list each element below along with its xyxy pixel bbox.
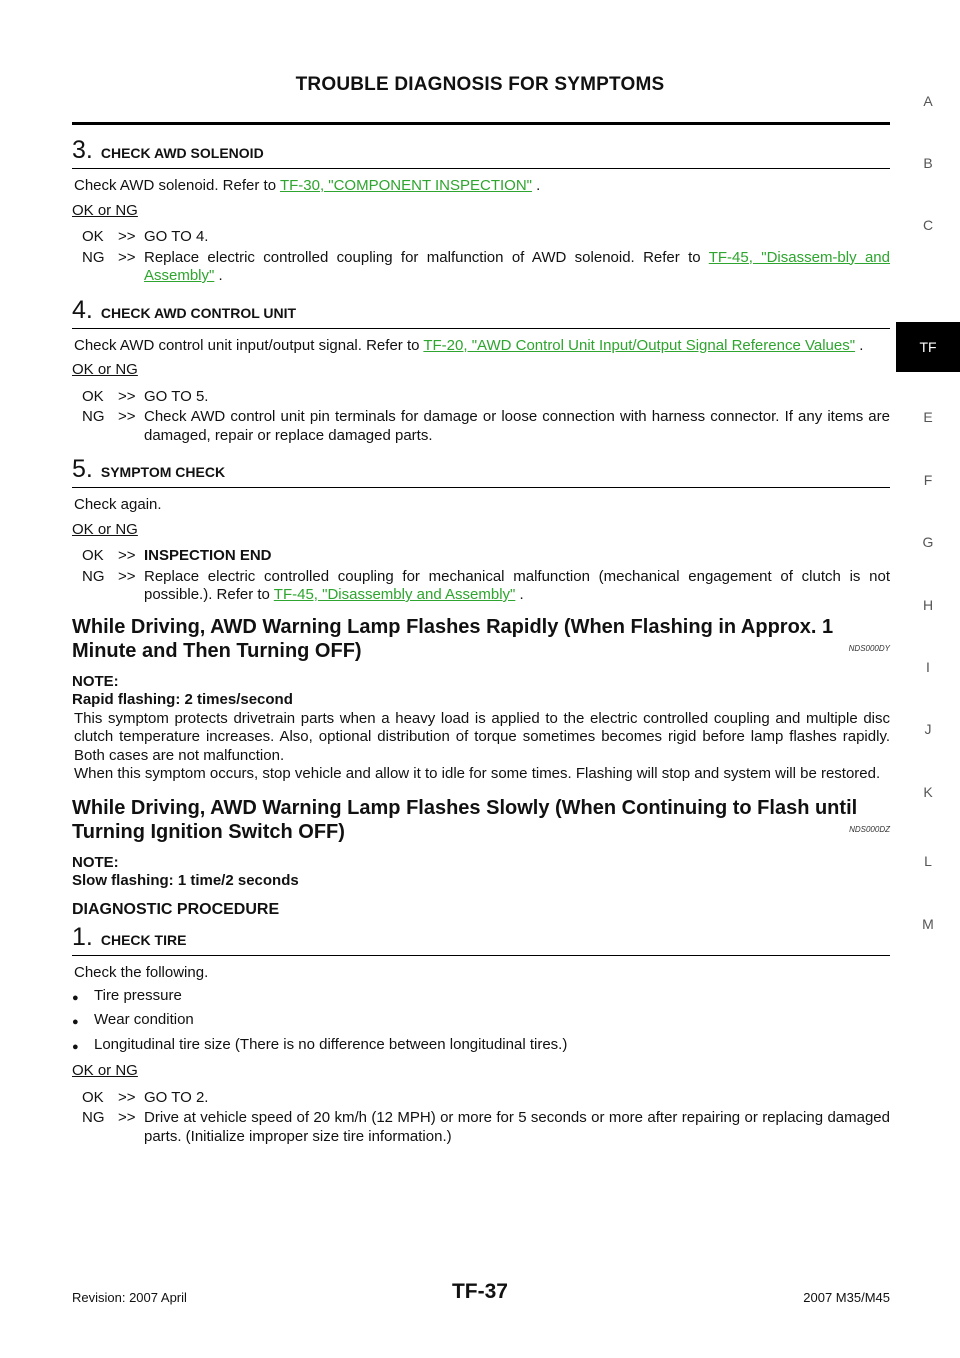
result-ng: NG >> Replace electric controlled coupli…	[82, 248, 890, 285]
step-title: SYMPTOM CHECK	[100, 464, 226, 480]
index-tab-f[interactable]: F	[923, 472, 933, 488]
result-ok: OK >> GO TO 5.	[82, 387, 209, 405]
step-title: CHECK AWD SOLENOID	[100, 145, 264, 161]
index-tab-h[interactable]: H	[922, 597, 934, 613]
step-number: 4.	[72, 295, 93, 324]
step-1-instruction: Check the following.	[74, 964, 209, 981]
index-tab-j[interactable]: J	[924, 721, 932, 737]
note-heading: NOTE:	[72, 672, 119, 690]
step-3-instruction: Check AWD solenoid. Refer to TF-30, "COM…	[74, 177, 541, 194]
result-ng: NG >> Replace electric controlled coupli…	[82, 567, 890, 604]
step-rule	[72, 327, 890, 329]
model-label: 2007 M35/M45	[803, 1290, 890, 1305]
main-content: 3. CHECK AWD SOLENOID Check AWD solenoid…	[72, 130, 890, 1146]
index-tab-g[interactable]: G	[922, 534, 934, 550]
note-subheading: Rapid flashing: 2 times/second	[72, 691, 293, 708]
step-5-heading: 5. SYMPTOM CHECK	[72, 455, 890, 483]
index-tab-tf-active[interactable]: TF	[896, 322, 960, 372]
note-paragraph: This symptom protects drivetrain parts w…	[74, 709, 890, 764]
result-ok: OK >> INSPECTION END	[82, 547, 272, 564]
section-code: NDS000DY	[848, 643, 890, 653]
note-heading: NOTE:	[72, 853, 119, 871]
result-ng: NG >> Check AWD control unit pin termina…	[82, 408, 890, 444]
step-rule	[72, 487, 890, 488]
section-heading-rapid-flashing: While Driving, AWD Warning Lamp Flashes …	[72, 615, 890, 662]
step-number: 5.	[72, 455, 93, 483]
note-paragraph: When this symptom occurs, stop vehicle a…	[74, 765, 881, 782]
bullet-icon: ●	[72, 1040, 79, 1053]
index-tab-i[interactable]: I	[926, 659, 930, 675]
step-3-results: OK >> GO TO 4. NG >> Replace electric co…	[72, 228, 890, 286]
list-item: ● Tire pressure	[72, 987, 890, 1008]
result-ng: NG >> Drive at vehicle speed of 20 km/h …	[82, 1109, 890, 1145]
list-item: ● Wear condition	[72, 1011, 890, 1032]
step-title: CHECK AWD CONTROL UNIT	[100, 304, 297, 321]
ok-or-ng-label: OK or NG	[72, 361, 138, 378]
index-tab-a[interactable]: A	[923, 93, 933, 109]
bullet-icon: ●	[72, 1016, 79, 1028]
header-rule	[72, 122, 890, 125]
revision-label: Revision: 2007 April	[72, 1290, 187, 1305]
result-ok: OK >> GO TO 4.	[82, 228, 209, 245]
step-number: 1.	[72, 923, 93, 951]
step-4-instruction: Check AWD control unit input/output sign…	[74, 336, 864, 354]
note-subheading: Slow flashing: 1 time/2 seconds	[72, 872, 299, 889]
index-tab-k[interactable]: K	[923, 784, 933, 800]
ref-link-tf-45[interactable]: TF-45, "Disassembly and Assembly"	[273, 586, 516, 603]
step-rule	[72, 955, 890, 956]
step-5-instruction: Check again.	[74, 496, 162, 513]
ref-link-tf-45[interactable]: TF-45, "Disassem-bly and Assembly"	[144, 248, 890, 285]
index-tab-e[interactable]: E	[923, 409, 933, 425]
page-title: TROUBLE DIAGNOSIS FOR SYMPTOMS	[295, 74, 665, 95]
step-1-results: OK >> GO TO 2. NG >> Drive at vehicle sp…	[72, 1089, 890, 1147]
step-rule	[72, 168, 890, 169]
bullet-icon: ●	[72, 991, 79, 1004]
ref-link-tf-30[interactable]: TF-30, "COMPONENT INSPECTION"	[279, 177, 533, 194]
page-number: TF-37	[451, 1280, 508, 1303]
step-title: CHECK TIRE	[100, 932, 187, 948]
step-4-results: OK >> GO TO 5. NG >> Check AWD control u…	[72, 388, 890, 446]
section-code: NDS000DZ	[849, 824, 890, 834]
result-ok: OK >> GO TO 2.	[82, 1088, 209, 1106]
ok-or-ng-label: OK or NG	[72, 1062, 138, 1079]
index-tab-c[interactable]: C	[922, 217, 934, 233]
index-tab-m[interactable]: M	[922, 916, 934, 932]
ref-link-tf-20[interactable]: TF-20, "AWD Control Unit Input/Output Si…	[423, 336, 856, 354]
step-3-heading: 3. CHECK AWD SOLENOID	[72, 136, 890, 164]
index-tab-b[interactable]: B	[923, 155, 933, 171]
step-5-results: OK >> INSPECTION END NG >> Replace elect…	[72, 547, 890, 605]
list-item: ● Longitudinal tire size (There is no di…	[72, 1036, 890, 1057]
diagnostic-procedure-heading: DIAGNOSTIC PROCEDURE	[72, 900, 280, 918]
section-index-tabs: A B C TF E F G H I J K L M	[896, 0, 960, 1000]
ok-or-ng-label: OK or NG	[72, 520, 138, 538]
step-1-heading: 1. CHECK TIRE	[72, 923, 890, 951]
section-heading-slow-flashing: While Driving, AWD Warning Lamp Flashes …	[72, 796, 890, 843]
step-number: 3.	[72, 136, 93, 164]
index-tab-l[interactable]: L	[924, 853, 932, 869]
step-4-heading: 4. CHECK AWD CONTROL UNIT	[72, 296, 890, 324]
ok-or-ng-label: OK or NG	[72, 201, 138, 219]
